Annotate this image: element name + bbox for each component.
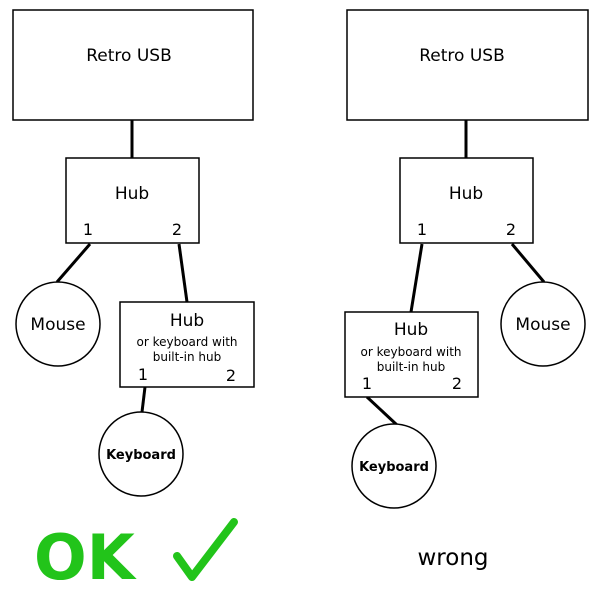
right-hub-port2-to-mouse-connector xyxy=(510,243,546,283)
right-hub-port2-label: 2 xyxy=(506,220,516,239)
right-mouse-label: Mouse xyxy=(515,315,570,335)
left-keyboard-label: Keyboard xyxy=(106,448,176,463)
left-topology: Retro USB Hub 1 2 Mouse Hub or keyboard … xyxy=(12,9,255,594)
left-mouse-circle xyxy=(15,281,101,367)
left-retro-usb-box xyxy=(12,9,254,121)
right-hub-box xyxy=(399,157,534,244)
right-mouse-circle xyxy=(500,281,586,367)
right-subhub-port1-label: 1 xyxy=(362,374,372,393)
left-hub-port2-label: 2 xyxy=(172,220,182,239)
left-subhub-box xyxy=(119,301,255,388)
right-subhub-port1-to-keyboard-connector xyxy=(365,395,399,427)
left-hub-label: Hub xyxy=(115,184,149,204)
left-hub-port1-label: 1 xyxy=(83,220,93,239)
left-keyboard-circle xyxy=(98,411,184,497)
right-subhub-note-line2: built-in hub xyxy=(377,360,446,374)
left-hub-port2-to-subhub-connector xyxy=(177,243,189,303)
left-subhub-port1-label: 1 xyxy=(138,365,148,384)
left-verdict-ok: OK xyxy=(34,521,137,594)
right-subhub-label: Hub xyxy=(394,320,428,340)
left-subhub-label: Hub xyxy=(170,311,204,331)
left-hub-port1-to-mouse-connector xyxy=(55,243,92,283)
right-keyboard-label: Keyboard xyxy=(359,460,429,475)
right-hub-port1-to-subhub-connector xyxy=(409,243,424,313)
left-hub-box xyxy=(65,157,200,244)
right-verdict-wrong: wrong xyxy=(417,545,488,571)
left-retro-usb-label: Retro USB xyxy=(86,46,172,66)
left-mouse-label: Mouse xyxy=(30,315,85,335)
right-subhub-note-line1: or keyboard with xyxy=(360,345,461,359)
right-topology: Retro USB Hub 1 2 Hub or keyboard with b… xyxy=(344,9,589,571)
right-retro-usb-box xyxy=(346,9,589,121)
left-subhub-port2-label: 2 xyxy=(226,366,236,385)
right-subhub-box xyxy=(344,311,479,398)
right-hub-label: Hub xyxy=(449,184,483,204)
left-subhub-note-line2: built-in hub xyxy=(153,350,222,364)
right-retro-usb-label: Retro USB xyxy=(419,46,505,66)
right-subhub-port2-label: 2 xyxy=(452,374,462,393)
left-subhub-port1-to-keyboard-connector xyxy=(140,386,147,413)
right-hub-port1-label: 1 xyxy=(417,220,427,239)
left-subhub-note-line1: or keyboard with xyxy=(136,335,237,349)
left-verdict-checkmark-icon xyxy=(173,518,238,581)
right-keyboard-circle xyxy=(351,423,437,509)
